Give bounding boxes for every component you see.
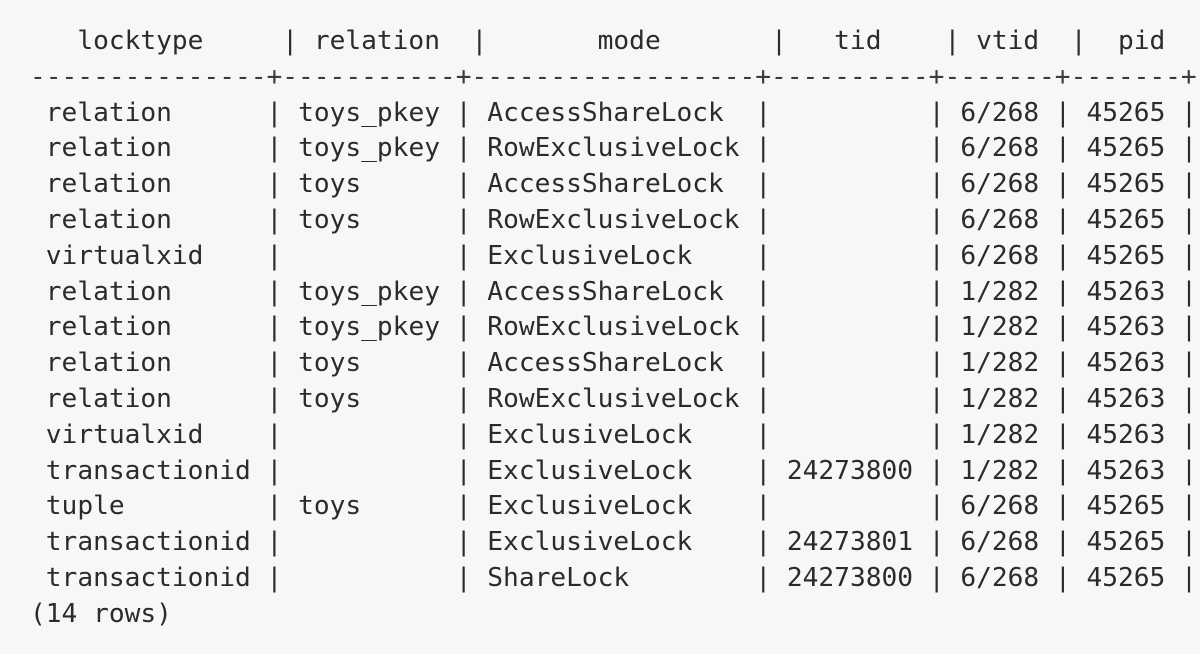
table-row: relation | toys_pkey | AccessShareLock |… bbox=[45, 276, 1197, 307]
cell-locktype: transactionid bbox=[45, 527, 251, 558]
cell-vtid: 1/282 bbox=[960, 348, 1040, 379]
table-row: relation | toys | RowExclusiveLock | | 6… bbox=[45, 204, 1197, 235]
column-header-mode: mode bbox=[597, 26, 661, 56]
cell-vtid: 1/282 bbox=[960, 383, 1040, 414]
cell-relation: toys bbox=[298, 169, 362, 200]
table-row: transactionid | | ShareLock | 24273800 |… bbox=[45, 562, 1197, 593]
cell-relation: toys bbox=[298, 491, 362, 522]
header-separator: ---------------+-----------+------------… bbox=[30, 61, 1200, 92]
table-body: relation | toys_pkey | AccessShareLock |… bbox=[30, 96, 1200, 597]
table-row: relation | toys | RowExclusiveLock | | 1… bbox=[45, 383, 1197, 414]
header-row: locktype | relation | mode | tid | vtid … bbox=[77, 26, 1200, 56]
cell-vtid: 1/282 bbox=[960, 312, 1040, 343]
table-row: relation | toys_pkey | AccessShareLock |… bbox=[45, 97, 1197, 128]
cell-mode: RowExclusiveLock bbox=[487, 133, 740, 164]
cell-vtid: 6/268 bbox=[960, 97, 1040, 128]
cell-locktype: relation bbox=[45, 348, 172, 379]
cell-tid: 24273800 bbox=[786, 455, 914, 486]
cell-pid: 45265 bbox=[1086, 240, 1166, 271]
cell-pid: 45265 bbox=[1086, 562, 1166, 593]
cell-mode: AccessShareLock bbox=[487, 97, 724, 128]
cell-locktype: relation bbox=[45, 204, 172, 235]
cell-pid: 45263 bbox=[1086, 312, 1166, 343]
cell-vtid: 1/282 bbox=[960, 455, 1040, 486]
cell-locktype: relation bbox=[45, 383, 172, 414]
cell-mode: RowExclusiveLock bbox=[487, 312, 740, 343]
cell-locktype: relation bbox=[45, 312, 172, 343]
cell-pid: 45263 bbox=[1086, 383, 1166, 414]
cell-mode: AccessShareLock bbox=[487, 276, 724, 307]
column-header-locktype: locktype bbox=[77, 26, 204, 56]
cell-relation: toys_pkey bbox=[298, 97, 440, 128]
cell-relation: toys_pkey bbox=[298, 133, 440, 164]
cell-locktype: virtualxid bbox=[45, 240, 204, 271]
table-row: relation | toys | AccessShareLock | | 1/… bbox=[45, 348, 1197, 379]
cell-pid: 45265 bbox=[1086, 527, 1166, 558]
cell-vtid: 6/268 bbox=[960, 240, 1040, 271]
cell-vtid: 6/268 bbox=[960, 527, 1040, 558]
cell-mode: ExclusiveLock bbox=[487, 491, 693, 522]
cell-vtid: 6/268 bbox=[960, 491, 1040, 522]
cell-locktype: relation bbox=[45, 97, 172, 128]
cell-mode: ExclusiveLock bbox=[487, 455, 693, 486]
cell-locktype: relation bbox=[45, 169, 172, 200]
table-row: virtualxid | | ExclusiveLock | | 1/282 |… bbox=[45, 419, 1197, 450]
cell-pid: 45263 bbox=[1086, 419, 1166, 450]
cell-tid: 24273801 bbox=[786, 527, 914, 558]
cell-mode: ExclusiveLock bbox=[487, 527, 693, 558]
table-row: relation | toys | AccessShareLock | | 6/… bbox=[45, 169, 1197, 200]
cell-vtid: 6/268 bbox=[960, 169, 1040, 200]
cell-mode: ShareLock bbox=[487, 562, 630, 593]
cell-vtid: 6/268 bbox=[960, 133, 1040, 164]
cell-vtid: 6/268 bbox=[960, 204, 1040, 235]
cell-locktype: tuple bbox=[45, 491, 125, 522]
cell-pid: 45263 bbox=[1086, 455, 1166, 486]
column-header-relation: relation bbox=[313, 26, 440, 56]
column-header-vtid: vtid bbox=[976, 26, 1040, 56]
cell-relation: toys_pkey bbox=[298, 312, 440, 343]
cell-mode: ExclusiveLock bbox=[487, 240, 693, 271]
cell-locktype: virtualxid bbox=[45, 419, 204, 450]
cell-pid: 45265 bbox=[1086, 169, 1166, 200]
table-row: transactionid | | ExclusiveLock | 242738… bbox=[45, 455, 1197, 486]
cell-pid: 45263 bbox=[1086, 276, 1166, 307]
cell-pid: 45263 bbox=[1086, 348, 1166, 379]
column-header-tid: tid bbox=[834, 26, 882, 56]
cell-tid: 24273800 bbox=[786, 562, 914, 593]
query-result-table: locktype | relation | mode | tid | vtid … bbox=[30, 24, 1200, 633]
cell-relation: toys bbox=[298, 204, 362, 235]
table-row: relation | toys_pkey | RowExclusiveLock … bbox=[45, 312, 1197, 343]
cell-pid: 45265 bbox=[1086, 133, 1166, 164]
column-header-pid: pid bbox=[1118, 26, 1166, 56]
cell-vtid: 1/282 bbox=[960, 419, 1040, 450]
cell-mode: AccessShareLock bbox=[487, 169, 724, 200]
row-count-footer: (14 rows) bbox=[30, 598, 172, 629]
cell-locktype: transactionid bbox=[45, 562, 251, 593]
table-row: relation | toys_pkey | RowExclusiveLock … bbox=[45, 133, 1197, 164]
cell-mode: RowExclusiveLock bbox=[487, 204, 740, 235]
table-row: virtualxid | | ExclusiveLock | | 6/268 |… bbox=[45, 240, 1197, 271]
cell-locktype: relation bbox=[45, 276, 172, 307]
cell-relation: toys_pkey bbox=[298, 276, 440, 307]
cell-vtid: 1/282 bbox=[960, 276, 1040, 307]
cell-mode: ExclusiveLock bbox=[487, 419, 693, 450]
cell-mode: RowExclusiveLock bbox=[487, 383, 740, 414]
cell-vtid: 6/268 bbox=[960, 562, 1040, 593]
cell-locktype: relation bbox=[45, 133, 172, 164]
table-row: tuple | toys | ExclusiveLock | | 6/268 |… bbox=[45, 491, 1197, 522]
cell-pid: 45265 bbox=[1086, 204, 1166, 235]
table-row: transactionid | | ExclusiveLock | 242738… bbox=[45, 527, 1197, 558]
cell-locktype: transactionid bbox=[45, 455, 251, 486]
cell-pid: 45265 bbox=[1086, 491, 1166, 522]
cell-mode: AccessShareLock bbox=[487, 348, 724, 379]
cell-pid: 45265 bbox=[1086, 97, 1166, 128]
cell-relation: toys bbox=[298, 383, 362, 414]
cell-relation: toys bbox=[298, 348, 362, 379]
